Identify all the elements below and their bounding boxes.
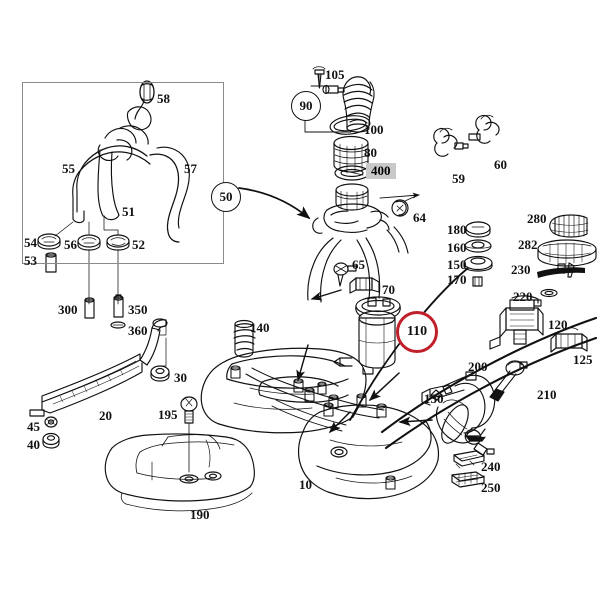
art-part-45 — [44, 416, 58, 428]
callout-label-130: 130 — [424, 391, 444, 406]
callout-label-300: 300 — [58, 302, 78, 317]
art-connector-small — [322, 84, 345, 95]
callout-label-100: 100 — [364, 122, 384, 137]
callout-label-250: 250 — [481, 480, 501, 495]
art-part-30 — [150, 337, 170, 382]
art-part-59-clamp — [433, 127, 469, 157]
callout-label-30: 30 — [174, 370, 187, 385]
art-part-40 — [42, 432, 60, 449]
circle-callout-90: 90 — [291, 91, 321, 121]
callout-label-51: 51 — [122, 204, 135, 219]
art-part-230 — [537, 262, 585, 278]
callout-label-54: 54 — [24, 235, 37, 250]
art-part-100-ring — [329, 115, 371, 135]
callout-label-20: 20 — [99, 408, 112, 423]
art-part-220 — [540, 288, 558, 298]
callout-label-170: 170 — [447, 272, 467, 287]
art-part-200 — [421, 371, 496, 442]
callout-label-125: 125 — [573, 352, 593, 367]
callout-label-160: 160 — [447, 240, 467, 255]
callout-label-220: 220 — [513, 289, 533, 304]
callout-label-52: 52 — [132, 237, 145, 252]
callout-label-80: 80 — [364, 145, 377, 160]
art-sender-stack — [463, 221, 493, 287]
art-part-60-clamp — [468, 114, 500, 144]
art-part-282 — [537, 239, 597, 267]
highlighted-circle-callout-110: 110 — [396, 311, 438, 353]
callout-label-150: 150 — [447, 257, 467, 272]
art-filler-neck-assembly — [37, 80, 190, 329]
art-part-140 — [233, 319, 256, 358]
art-part-190-heat-shield — [104, 433, 255, 512]
art-part-105 — [312, 66, 326, 89]
callout-label-40: 40 — [27, 437, 40, 452]
inset-panel-filler-neck — [22, 82, 224, 264]
callout-label-105: 105 — [325, 67, 345, 82]
art-part-64-clip — [379, 192, 420, 217]
callout-label-56: 56 — [64, 237, 77, 252]
callout-label-195: 195 — [158, 407, 178, 422]
art-part-120 — [489, 295, 544, 350]
callout-label-64: 64 — [413, 210, 426, 225]
callout-label-55: 55 — [62, 161, 75, 176]
callout-label-57: 57 — [184, 161, 197, 176]
callout-label-360: 360 — [128, 323, 148, 338]
art-part-130-fuel-filter — [398, 384, 495, 456]
callout-label-140: 140 — [250, 320, 270, 335]
callout-label-200: 200 — [468, 359, 488, 374]
art-part-20-strap — [29, 318, 168, 417]
callout-label-65: 65 — [352, 257, 365, 272]
callout-label-10: 10 — [299, 477, 312, 492]
callout-label-210: 210 — [537, 387, 557, 402]
circle-callout-50: 50 — [211, 182, 241, 212]
callout-label-70: 70 — [382, 282, 395, 297]
art-part-110-fuel-pump — [333, 296, 401, 375]
callout-label-120: 120 — [548, 317, 568, 332]
callout-label-190: 190 — [190, 507, 210, 522]
callout-label-230: 230 — [511, 262, 531, 277]
callout-label-280: 280 — [527, 211, 547, 226]
art-part-250 — [451, 471, 485, 488]
callout-label-180: 180 — [447, 222, 467, 237]
callout-label-58: 58 — [157, 91, 170, 106]
callout-label-60: 60 — [494, 157, 507, 172]
callout-label-59: 59 — [452, 171, 465, 186]
art-part-70 — [310, 277, 380, 301]
callout-label-45: 45 — [27, 419, 40, 434]
callout-label-240: 240 — [481, 459, 501, 474]
highlighted-callout-label-400: 400 — [366, 163, 396, 179]
art-part-240 — [453, 450, 485, 469]
art-part-195 — [180, 396, 198, 473]
art-part-280 — [549, 214, 589, 238]
art-fuel-tank — [200, 347, 440, 500]
callout-label-350: 350 — [128, 302, 148, 317]
callout-label-53: 53 — [24, 253, 37, 268]
callout-label-282: 282 — [518, 237, 538, 252]
art-part-65 — [333, 262, 357, 287]
art-part-400-gasket — [334, 165, 370, 181]
